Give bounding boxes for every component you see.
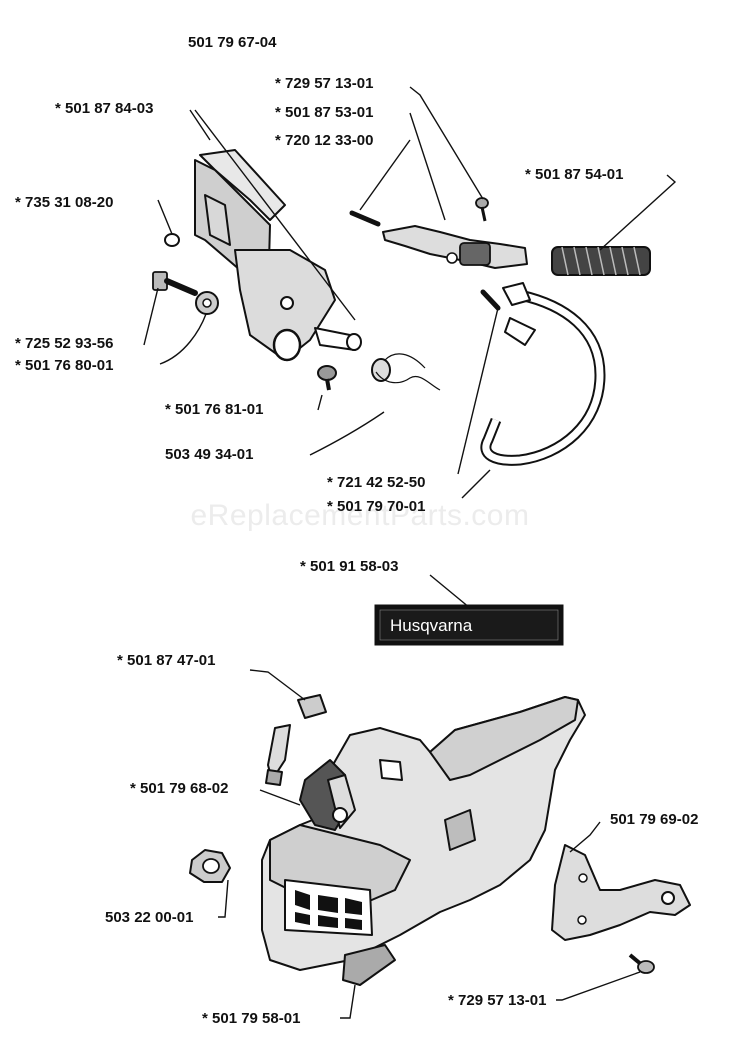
part-label: * 501 87 47-01 <box>117 652 215 669</box>
lower-leader-lines <box>218 574 641 1019</box>
part-label: 503 49 34-01 <box>165 446 253 463</box>
screw-part <box>475 197 489 222</box>
compression-spring-part <box>551 246 651 276</box>
assembly-number: 501 79 67-04 <box>188 34 277 51</box>
part-label: * 501 87 54-01 <box>525 166 623 183</box>
bracket-part <box>551 844 691 941</box>
chain-catcher-part <box>299 759 356 831</box>
watermark-text: eReplacementParts.com <box>191 499 530 532</box>
bolt-part <box>152 271 198 296</box>
part-label: * 501 76 80-01 <box>15 357 113 374</box>
brake-lever-part <box>382 225 528 269</box>
part-label: * 501 76 81-01 <box>165 401 263 418</box>
part-label: * 501 79 70-01 <box>327 498 425 515</box>
part-label: * 729 57 13-01 <box>448 992 546 1009</box>
brand-decal-text: Husqvarna <box>390 616 473 635</box>
bracket-screw-part <box>628 953 655 974</box>
part-label: * 501 79 68-02 <box>130 780 228 797</box>
small-pin-part <box>349 210 381 227</box>
part-label: * 501 87 53-01 <box>275 104 373 121</box>
bar-nut-part <box>189 849 231 883</box>
part-label: * 729 57 13-01 <box>275 75 373 92</box>
part-label: * 501 91 58-03 <box>300 558 398 575</box>
husqvarna-decal: Husqvarna <box>374 604 564 646</box>
part-labels: * 501 87 84-03 * 735 31 08-20 * 725 52 9… <box>15 75 698 1027</box>
rivet-part <box>317 365 337 391</box>
torsion-spring-part <box>371 353 441 391</box>
washer-part <box>164 233 180 247</box>
part-label: 501 79 69-02 <box>610 811 698 828</box>
upper-leader-lines <box>143 86 677 499</box>
brake-band-part <box>480 282 606 466</box>
part-label: * 721 42 52-50 <box>327 474 425 491</box>
brake-handle-shield <box>194 149 336 362</box>
clutch-cover <box>261 696 586 971</box>
part-label: * 501 87 84-03 <box>55 100 153 117</box>
part-label: 503 22 00-01 <box>105 909 193 926</box>
pin-part <box>314 327 362 351</box>
band-pin-part <box>480 289 501 311</box>
part-label: * 501 79 58-01 <box>202 1010 300 1027</box>
spike-part <box>342 944 396 986</box>
nut-part <box>195 291 219 315</box>
part-label: * 720 12 33-00 <box>275 132 373 149</box>
part-label: * 735 31 08-20 <box>15 194 113 211</box>
guide-plate-part <box>265 694 327 786</box>
part-label: * 725 52 93-56 <box>15 335 113 352</box>
